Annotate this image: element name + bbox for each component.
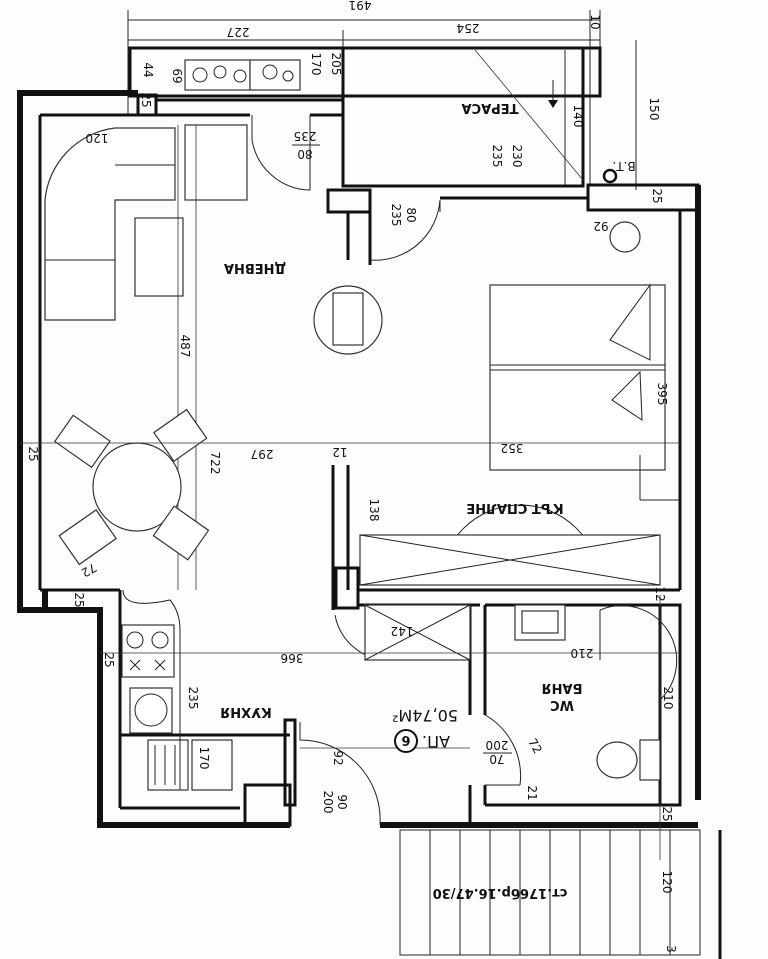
dim-25e: 25 — [102, 652, 116, 667]
dim-138: 138 — [367, 499, 381, 522]
room-label-bathroom-2: WC — [550, 697, 574, 712]
dim-352: 352 — [501, 441, 524, 455]
dim-12b: 12 — [653, 586, 667, 601]
plot-reference: ст.176бр.16.47/30 — [433, 885, 568, 900]
dim-170b: 170 — [197, 747, 211, 770]
dim-235c: 235 — [389, 204, 403, 227]
dim-142: 142 — [391, 624, 414, 638]
apartment-number-circle — [394, 729, 418, 753]
dim-25c: 25 — [26, 446, 40, 461]
dim-200a: 200 — [486, 738, 509, 752]
dim-200b: 200 — [321, 791, 335, 814]
dim-12: 12 — [332, 445, 347, 459]
dim-25f: 25 — [660, 806, 674, 821]
room-label-bedroom: КЪТ СПАЛНЕ — [466, 500, 563, 515]
dim-235a: 235 — [490, 145, 504, 168]
dim-69: 69 — [170, 68, 184, 83]
dim-25b: 25 — [650, 188, 664, 203]
room-label-living: ДНЕВНА — [224, 260, 286, 275]
dim-210b: 210 — [661, 687, 675, 710]
terrace-area — [128, 40, 618, 188]
dim-120a: 120 — [86, 131, 109, 145]
dim-227: 227 — [227, 25, 250, 39]
dim-235d: 235 — [186, 687, 200, 710]
dim-25a: 25 — [139, 92, 153, 107]
dim-235b: 235 — [294, 129, 317, 143]
dim-3: 3 — [664, 945, 678, 953]
dim-80a: 80 — [297, 147, 312, 161]
dim-92b: 92 — [331, 750, 345, 765]
dim-80b: 80 — [404, 207, 418, 222]
room-label-terrace: ТЕРАСА — [462, 100, 519, 115]
room-labels: ДНЕВНА ТЕРАСА КЪТ СПАЛНЕ КУХНЯ БАНЯ WC — [220, 100, 582, 719]
dimension-lines-top — [127, 10, 637, 190]
dim-140: 140 — [571, 105, 585, 128]
equipment-label: В.Т. — [612, 159, 635, 173]
dim-366: 366 — [281, 651, 304, 665]
apartment-number: 6 — [401, 732, 410, 747]
dim-230: 230 — [510, 145, 524, 168]
apartment-label: 50,74М² АП. 6 В.Т. ст.176бр.16.47/30 — [392, 159, 636, 900]
dim-120b: 120 — [660, 871, 674, 894]
room-label-kitchen: КУХНЯ — [220, 704, 272, 719]
dim-92a: 92 — [593, 219, 608, 233]
dim-254: 254 — [457, 21, 480, 35]
dim-21: 21 — [525, 785, 539, 800]
room-label-bathroom-1: БАНЯ — [542, 680, 583, 695]
dim-72a: 72 — [79, 560, 99, 580]
dim-491: 491 — [349, 0, 372, 12]
dim-90: 90 — [335, 794, 349, 809]
dimension-guides — [20, 442, 680, 860]
apartment-prefix: АП. — [422, 732, 450, 751]
furniture — [44, 124, 722, 959]
dim-487: 487 — [178, 335, 192, 358]
dim-10: 10 — [588, 14, 602, 29]
dim-205: 205 — [329, 53, 343, 76]
dim-170: 170 — [309, 53, 323, 76]
dim-25d: 25 — [72, 592, 86, 607]
dim-150: 150 — [647, 98, 661, 121]
dim-70: 70 — [489, 752, 504, 766]
apartment-area: 50,74М² — [392, 706, 458, 725]
dim-72b: 72 — [525, 736, 545, 756]
exterior-walls — [17, 90, 701, 828]
dim-395: 395 — [655, 383, 669, 406]
dim-210a: 210 — [571, 646, 594, 660]
dimension-labels: 491 227 254 10 44 69 25 170 205 150 140 … — [26, 0, 678, 953]
dim-44: 44 — [141, 62, 155, 77]
dim-297: 297 — [251, 447, 274, 461]
dim-722: 722 — [208, 452, 222, 475]
